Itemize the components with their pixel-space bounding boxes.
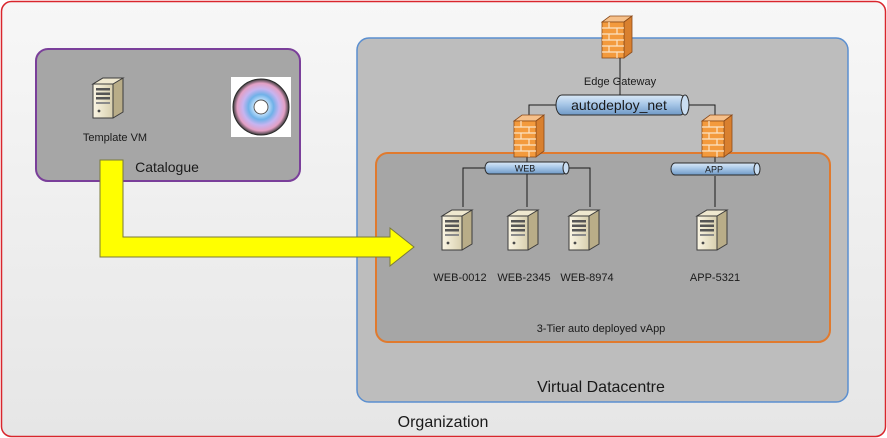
app-5321-server-icon bbox=[696, 209, 728, 251]
deploy-arrow bbox=[99, 159, 415, 268]
app-firewall-icon bbox=[701, 114, 733, 158]
catalogue-label: Catalogue bbox=[135, 159, 199, 175]
server-label: APP-5321 bbox=[690, 272, 740, 284]
web-firewall-icon bbox=[513, 114, 545, 158]
server-label: WEB-0012 bbox=[433, 272, 486, 284]
vapp-label: 3-Tier auto deployed vApp bbox=[537, 323, 666, 335]
virtual-datacentre-label: Virtual Datacentre bbox=[537, 379, 665, 396]
cd-media-icon bbox=[231, 77, 291, 137]
autodeploy-net-label: autodeploy_net bbox=[571, 97, 667, 113]
server-label: WEB-8974 bbox=[560, 272, 613, 284]
template-vm-label: Template VM bbox=[83, 132, 147, 144]
web-network-label: WEB bbox=[515, 164, 536, 174]
organization-label: Organization bbox=[398, 414, 489, 431]
server-label: WEB-2345 bbox=[497, 272, 550, 284]
app-network-label: APP bbox=[705, 165, 723, 175]
template-vm-server-icon bbox=[92, 77, 124, 119]
edge-gateway-firewall-icon bbox=[601, 15, 633, 59]
web-network-pipe bbox=[484, 161, 570, 175]
autodeploy-net-pipe bbox=[555, 94, 690, 116]
web-2345-server-icon bbox=[507, 209, 539, 251]
web-0012-server-icon bbox=[441, 209, 473, 251]
web-8974-server-icon bbox=[568, 209, 600, 251]
app-network-pipe bbox=[670, 162, 761, 176]
